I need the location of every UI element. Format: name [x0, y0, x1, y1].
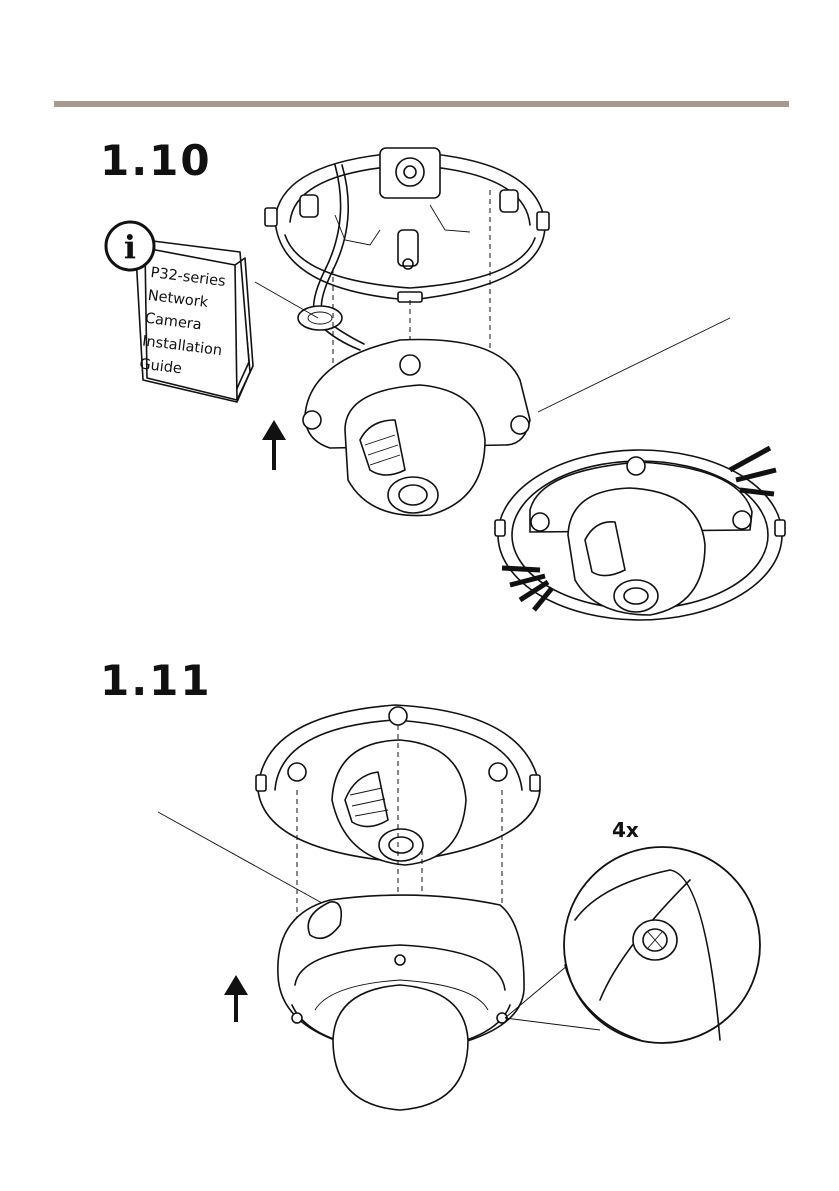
assembled-camera — [495, 450, 785, 620]
screw-detail-magnifier — [505, 847, 760, 1043]
booklet-title: P32-series Network Camera Installation G… — [138, 262, 241, 387]
up-arrow-icon — [224, 975, 248, 1022]
dome-cover — [278, 895, 524, 1110]
screw-count-label: 4x — [612, 818, 639, 842]
camera-body — [303, 340, 530, 516]
mounting-bracket-top — [265, 148, 549, 302]
up-arrow-icon — [262, 420, 286, 470]
info-icon-glyph: i — [124, 228, 136, 266]
info-icon: i — [106, 222, 154, 270]
cable-grommet — [298, 306, 342, 330]
